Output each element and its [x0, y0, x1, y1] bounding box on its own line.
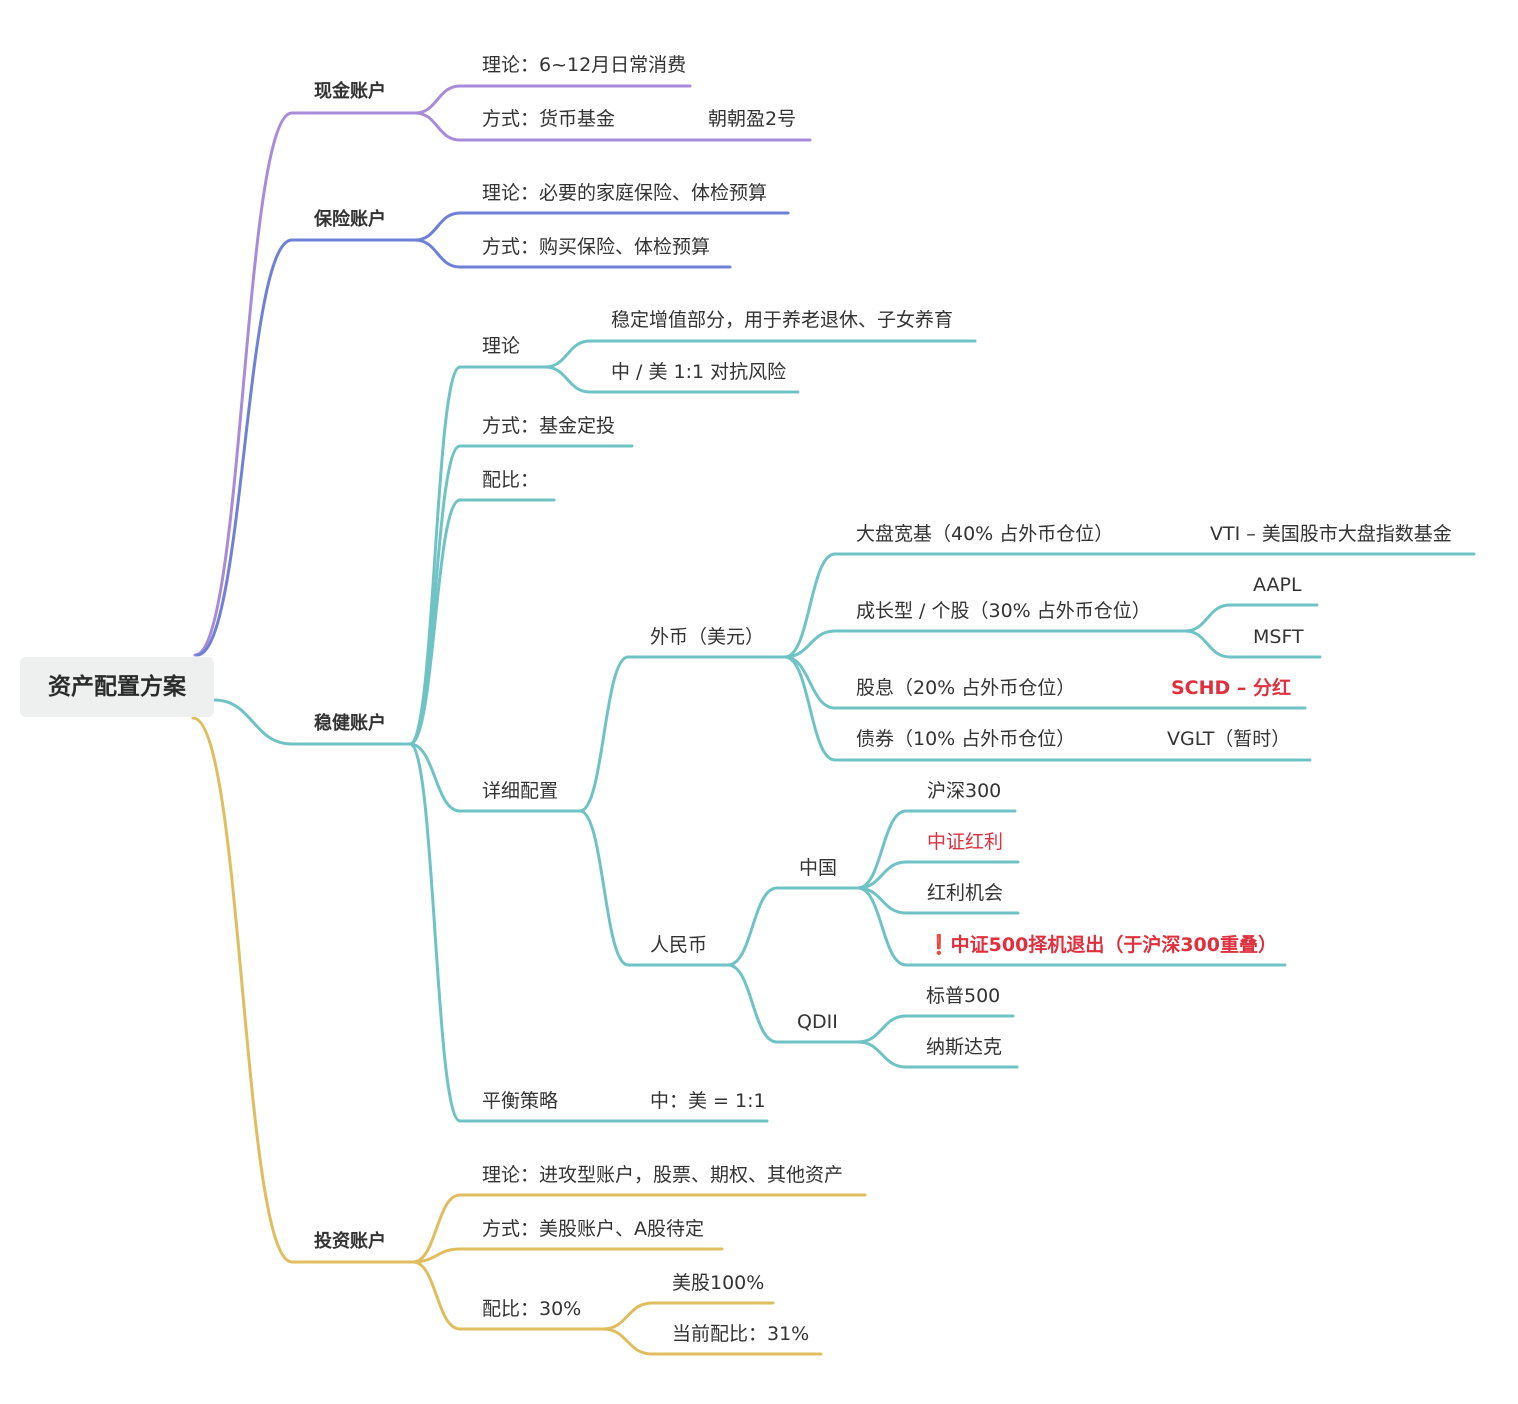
insurance-theory-link — [413, 211, 462, 242]
rmb-currency[interactable]: 人民币 — [650, 934, 708, 956]
china-item-csi-dividend[interactable]: 中证红利 — [927, 831, 1004, 853]
foreign-broad[interactable]: 大盘宽基（40% 占外币仓位） — [856, 523, 1114, 545]
steady-theory-item-2[interactable]: 中 / 美 1:1 对抗风险 — [611, 361, 787, 383]
branch-steady-account[interactable]: 稳健账户 — [314, 713, 386, 734]
foreign-link — [578, 655, 630, 813]
qdii-sp500-link — [856, 1014, 908, 1044]
steady-theory-link — [408, 365, 462, 746]
invest-method-link — [411, 1247, 462, 1264]
cash-root-link — [193, 111, 294, 657]
china-hs300-link — [856, 809, 908, 890]
invest-ratio-link — [411, 1260, 462, 1331]
insurance-method[interactable]: 方式：购买保险、体检预算 — [482, 236, 711, 258]
steady-ratio-link — [408, 498, 462, 746]
foreign-dividend-link — [783, 655, 837, 710]
qdii-nasdaq-link — [856, 1040, 908, 1069]
qdii-item-sp500[interactable]: 标普500 — [926, 985, 1001, 1007]
steady-balance[interactable]: 平衡策略 — [482, 1090, 559, 1112]
growth-item-aapl[interactable]: AAPL — [1253, 574, 1302, 596]
foreign-currency[interactable]: 外币（美元） — [650, 626, 765, 648]
steady-detail-link — [408, 742, 462, 813]
foreign-bond[interactable]: 债券（10% 占外币仓位） — [856, 728, 1076, 750]
invest-ratio-current-link — [601, 1327, 654, 1356]
branch-insurance-account[interactable]: 保险账户 — [314, 209, 386, 230]
rmb-link — [578, 809, 630, 967]
china-csi500-link — [856, 886, 908, 967]
steady-method[interactable]: 方式：基金定投 — [482, 415, 616, 437]
csi500-warning-text: 中证500择机退出（于沪深300重叠） — [950, 934, 1277, 956]
cash-method-note[interactable]: 朝朝盈2号 — [708, 108, 797, 130]
cash-method-link — [413, 111, 462, 142]
foreign-dividend[interactable]: 股息（20% 占外币仓位） — [856, 677, 1076, 699]
steady-balance-note[interactable]: 中：美 = 1:1 — [650, 1090, 766, 1112]
invest-ratio-us-link — [601, 1301, 654, 1331]
cash-theory-link — [413, 84, 462, 115]
steady-detail[interactable]: 详细配置 — [482, 780, 559, 802]
china-item-dividend-opportunity[interactable]: 红利机会 — [927, 882, 1004, 904]
steady-ratio[interactable]: 配比： — [482, 469, 540, 491]
steady-balance-link — [408, 742, 462, 1123]
foreign-bond-note[interactable]: VGLT（暂时） — [1167, 728, 1291, 750]
invest-method[interactable]: 方式：美股账户、A股待定 — [482, 1218, 704, 1240]
rmb-qdii[interactable]: QDII — [797, 1011, 838, 1033]
steady-root-link — [212, 698, 294, 746]
invest-theory-link — [411, 1193, 462, 1264]
steady-theory[interactable]: 理论 — [482, 335, 521, 357]
foreign-broad-note[interactable]: VTI – 美国股市大盘指数基金 — [1210, 523, 1452, 545]
growth-item-msft[interactable]: MSFT — [1253, 626, 1304, 648]
rmb-qdii-link — [726, 963, 779, 1044]
insurance-method-link — [413, 238, 462, 269]
branch-investment-account[interactable]: 投资账户 — [314, 1231, 386, 1252]
foreign-dividend-note[interactable]: SCHD – 分红 — [1171, 677, 1292, 699]
growth-aapl-link — [1183, 603, 1232, 633]
invest-root-link — [191, 716, 294, 1264]
growth-msft-link — [1183, 629, 1232, 659]
foreign-growth-link — [783, 629, 837, 659]
steady-theory-item-2-link — [543, 365, 592, 394]
branch-cash-account[interactable]: 现金账户 — [314, 81, 386, 102]
china-item-hs300[interactable]: 沪深300 — [927, 780, 1002, 802]
foreign-bond-link — [783, 655, 837, 762]
invest-ratio[interactable]: 配比：30% — [482, 1298, 582, 1320]
china-item-csi500-warning[interactable]: ❗中证500择机退出（于沪深300重叠） — [927, 933, 1277, 957]
steady-method-link — [408, 444, 462, 746]
cash-theory[interactable]: 理论：6~12月日常消费 — [482, 54, 687, 76]
steady-theory-item-1[interactable]: 稳定增值部分，用于养老退休、子女养育 — [611, 309, 954, 331]
cash-method[interactable]: 方式：货币基金 — [482, 108, 616, 130]
insurance-root-link — [195, 238, 294, 657]
invest-theory[interactable]: 理论：进攻型账户，股票、期权、其他资产 — [482, 1164, 844, 1186]
foreign-broad-link — [783, 552, 837, 659]
insurance-theory[interactable]: 理论：必要的家庭保险、体检预算 — [482, 182, 768, 204]
qdii-item-nasdaq[interactable]: 纳斯达克 — [926, 1036, 1003, 1058]
rmb-china-link — [726, 886, 779, 967]
root-node[interactable]: 资产配置方案 — [20, 657, 214, 717]
invest-ratio-current[interactable]: 当前配比：31% — [672, 1323, 810, 1345]
warning-icon: ❗ — [927, 934, 951, 956]
root-label: 资产配置方案 — [48, 674, 186, 700]
rmb-china[interactable]: 中国 — [799, 857, 838, 879]
invest-ratio-us[interactable]: 美股100% — [672, 1272, 765, 1294]
foreign-growth[interactable]: 成长型 / 个股（30% 占外币仓位） — [856, 600, 1151, 622]
steady-theory-item-1-link — [543, 339, 592, 369]
